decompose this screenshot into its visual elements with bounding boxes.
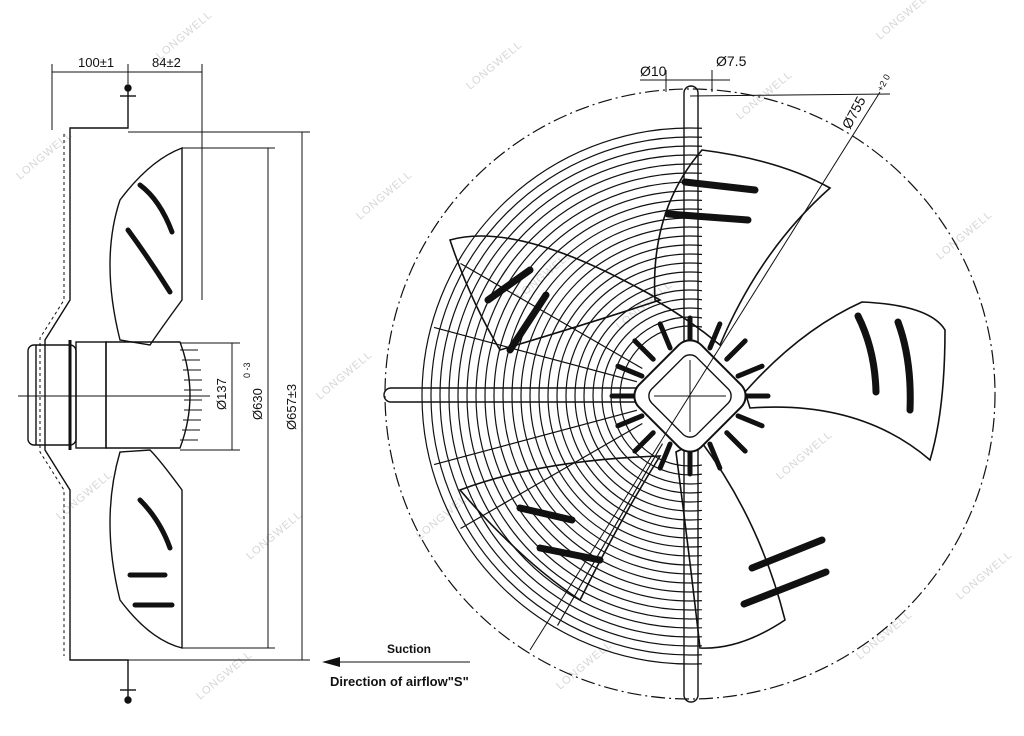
watermark-text: LONGWELL (314, 349, 375, 403)
airflow-annotation: Suction Direction of airflow"S" (322, 642, 470, 689)
watermark-text: LONGWELL (554, 639, 615, 693)
front-view (383, 85, 996, 703)
watermark-text: LONGWELL (464, 39, 525, 93)
watermark-text: LONGWELL (194, 649, 255, 703)
dim-impeller-diameter: Ø630 (250, 388, 265, 420)
watermark-text: LONGWELL (774, 429, 835, 483)
side-dimension-lines (51, 64, 310, 661)
watermark-text: LONGWELL (244, 509, 305, 563)
front-dimension-lines (529, 70, 891, 651)
dim-hole-a: Ø10 (640, 63, 667, 79)
suction-label: Suction (387, 642, 431, 656)
watermark-text: LONGWELL (54, 469, 115, 523)
airflow-direction-label: Direction of airflow"S" (330, 674, 469, 689)
side-view (18, 84, 210, 704)
watermark-text: LONGWELL (934, 209, 995, 263)
dim-depth-front: 100±1 (78, 55, 114, 70)
watermark-text: LONGWELL (14, 129, 75, 183)
watermark-text: LONGWELL (854, 609, 915, 663)
dim-depth-rear: 84±2 (152, 55, 181, 70)
dim-mount-tolerance: +2 0 (875, 73, 892, 93)
watermark-text: LONGWELL (954, 549, 1015, 603)
dim-impeller-tolerance: 0 -3 (242, 362, 252, 378)
dim-mount-diameter: Ø755 (839, 93, 869, 131)
arrow-left-icon (322, 657, 340, 667)
watermark-text: LONGWELL (354, 169, 415, 223)
watermark-text: LONGWELL (874, 0, 935, 42)
dim-hub-diameter: Ø137 (214, 378, 229, 410)
dim-hole-b: Ø7.5 (716, 53, 747, 69)
dim-guard-diameter: Ø657±3 (284, 384, 299, 430)
